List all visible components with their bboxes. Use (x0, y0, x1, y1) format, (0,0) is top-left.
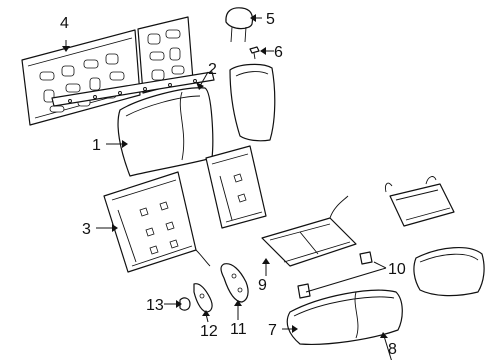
bracket (193, 283, 213, 313)
callout-10: 10 (388, 261, 406, 278)
seat-cushion-pad (413, 247, 485, 297)
callout-11: 11 (230, 321, 247, 338)
callout-13: 13 (146, 297, 164, 314)
seat-cushion-frame (261, 195, 357, 267)
seatback-cushion (117, 87, 214, 177)
callout-labels: 4 5 6 2 1 3 9 10 7 8 11 12 13 (60, 11, 406, 358)
callout-3: 3 (82, 221, 91, 238)
callout-8: 8 (388, 341, 397, 358)
seatback-hinge-bar (51, 71, 215, 107)
seatback-frame-panel (21, 16, 194, 126)
headrest-guide-clip (249, 46, 260, 60)
callout-5: 5 (266, 11, 275, 28)
seat-frame-right (385, 176, 455, 227)
clip (297, 251, 373, 299)
seatback-frame (103, 171, 211, 273)
callout-7: 7 (268, 322, 277, 339)
callout-2: 2 (208, 61, 217, 78)
hinge-plate (220, 263, 249, 303)
seatback-cover (229, 63, 276, 142)
headrest (225, 7, 254, 43)
callout-12: 12 (200, 323, 218, 340)
leader-lines (62, 14, 392, 360)
callout-4: 4 (60, 15, 69, 32)
callout-6: 6 (274, 44, 283, 61)
callout-9: 9 (258, 277, 267, 294)
seatback-frame-center (205, 145, 267, 229)
hook (179, 297, 191, 311)
callout-1: 1 (92, 137, 101, 154)
seat-cushion (286, 289, 403, 345)
